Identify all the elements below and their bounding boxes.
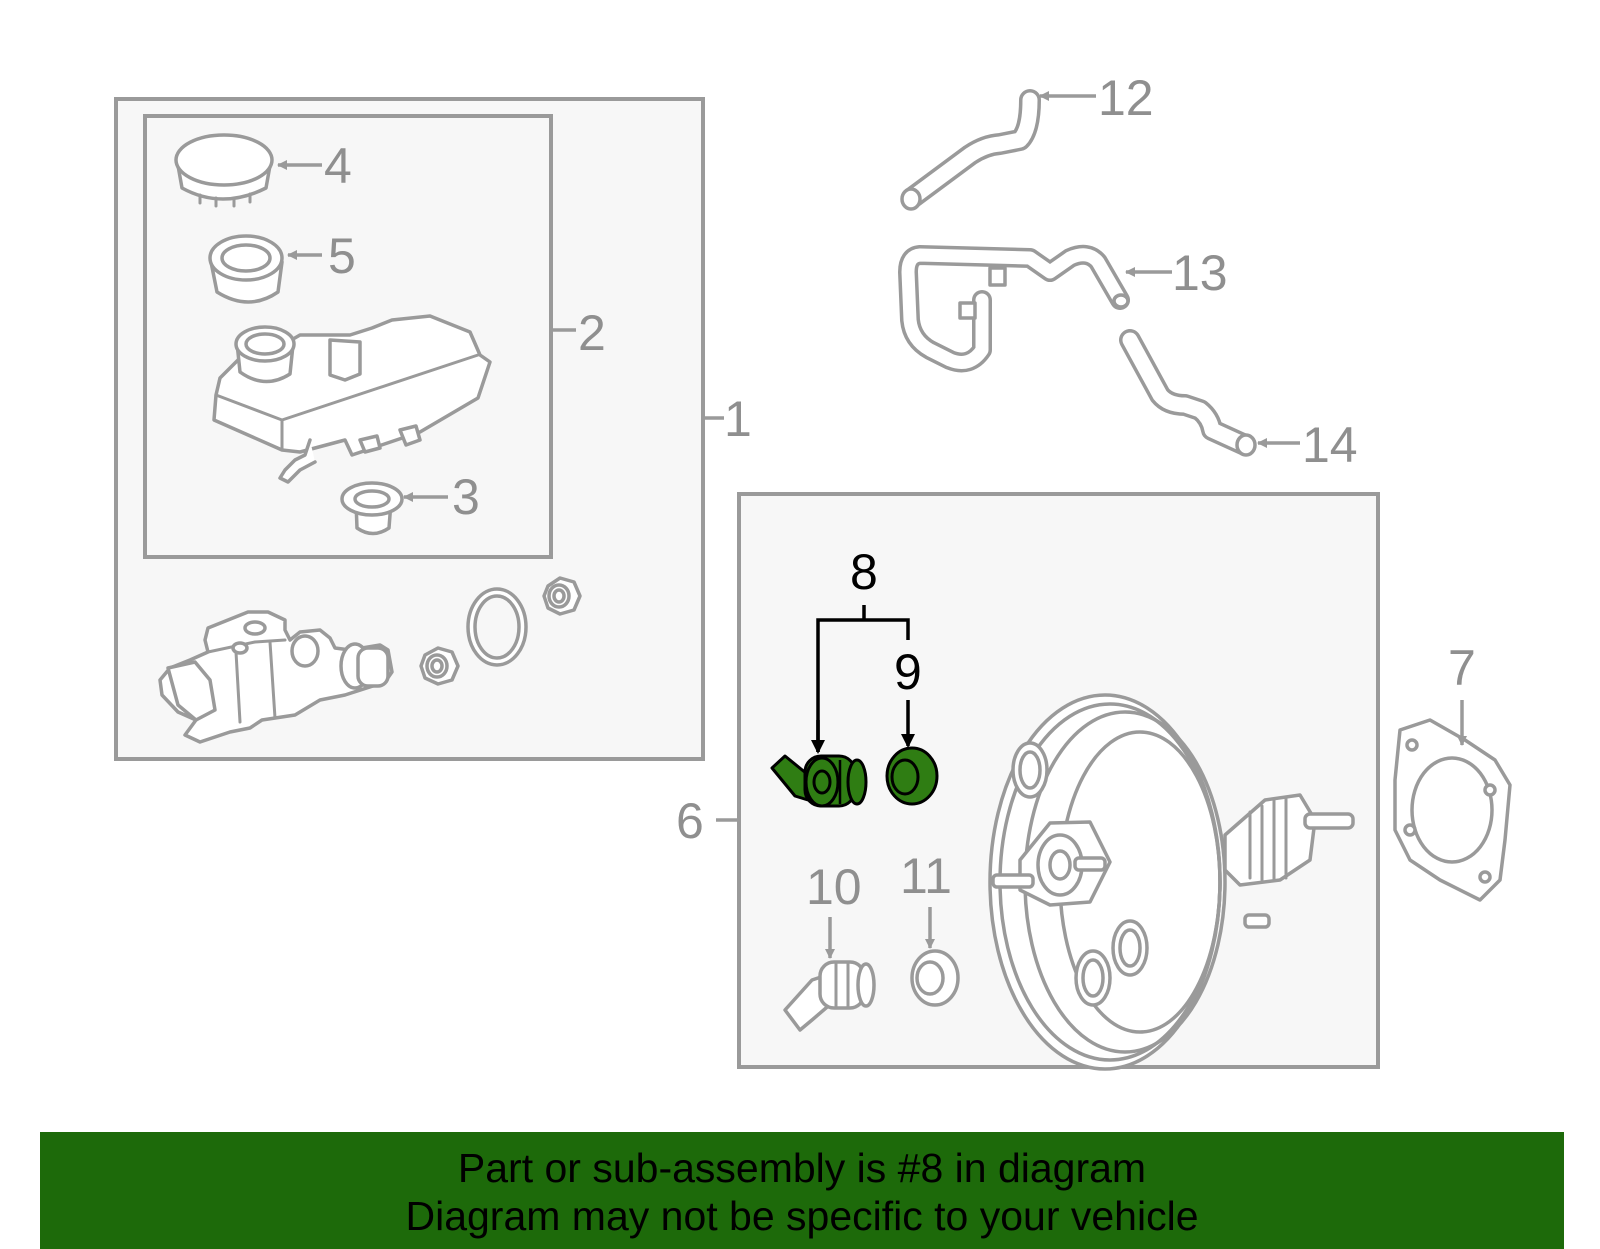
callout-labels: 4 5 2 1 3 12 13 14 7 6 10 11 8 9 — [324, 70, 1476, 915]
grommet-part-9-highlighted[interactable] — [885, 746, 939, 806]
callout-14: 14 — [1302, 417, 1358, 473]
banner-line-1: Part or sub-assembly is #8 in diagram — [457, 1145, 1147, 1191]
master-cylinder-body-part[interactable] — [158, 610, 394, 744]
callout-5: 5 — [328, 228, 356, 284]
callout-13: 13 — [1172, 245, 1228, 301]
callout-7: 7 — [1448, 640, 1476, 696]
callout-2: 2 — [578, 305, 606, 361]
check-valve-part-10[interactable] — [783, 960, 876, 1032]
highlight-leader-lines — [811, 605, 915, 754]
nut-part-b[interactable] — [419, 646, 460, 686]
callout-10: 10 — [806, 859, 862, 915]
notice-banner: Part or sub-assembly is #8 in diagram Di… — [40, 1132, 1564, 1249]
grommet-part-11[interactable] — [910, 949, 960, 1007]
vacuum-hose-part-14[interactable] — [1119, 329, 1257, 457]
booster-gasket-part[interactable] — [1393, 718, 1512, 902]
reservoir-tank-part[interactable] — [212, 314, 492, 484]
check-valve-part-8-highlighted[interactable] — [770, 754, 868, 808]
reservoir-grommet-part[interactable] — [340, 481, 404, 536]
callout-8: 8 — [850, 544, 878, 600]
callout-6: 6 — [676, 793, 704, 849]
callout-3: 3 — [452, 469, 480, 525]
callout-9: 9 — [894, 644, 922, 700]
callout-1: 1 — [724, 391, 752, 447]
callout-12: 12 — [1098, 70, 1154, 126]
vacuum-hose-part-12[interactable] — [900, 89, 1041, 211]
callout-4: 4 — [324, 138, 352, 194]
banner-line-2: Diagram may not be specific to your vehi… — [405, 1193, 1199, 1239]
nut-part-a[interactable] — [542, 576, 582, 616]
reservoir-cap-part[interactable] — [174, 133, 274, 208]
brake-booster-part[interactable] — [988, 693, 1355, 1071]
reservoir-strainer-part[interactable] — [208, 234, 284, 304]
callout-11: 11 — [900, 848, 952, 904]
o-ring-part[interactable] — [466, 587, 528, 667]
leader-lines — [277, 91, 1467, 959]
vacuum-pipe-part-13[interactable] — [898, 244, 1130, 373]
